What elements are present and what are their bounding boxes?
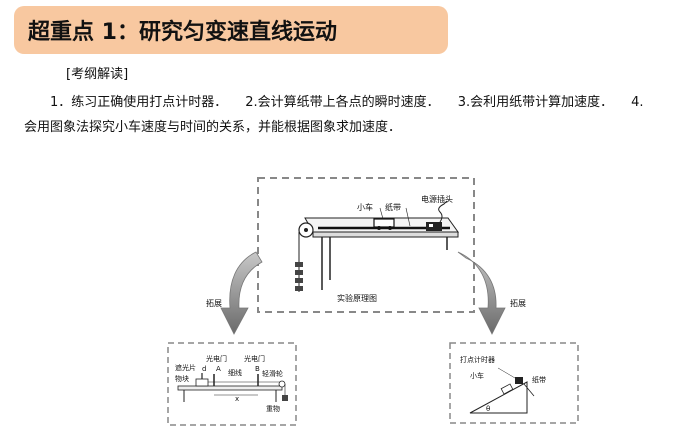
- pointer-line: [379, 207, 384, 220]
- pointer-line: [405, 207, 411, 227]
- left-arrow-label: 拓展: [206, 298, 222, 308]
- syllabus-label: [考纲解读]: [66, 67, 129, 82]
- right-figure: 打点计时器 小车 纸带 θ: [449, 342, 579, 424]
- dot-timer: [515, 377, 523, 384]
- cart: [500, 383, 514, 395]
- label-gate-2: 光电门: [244, 354, 265, 363]
- label-shade: 遮光片: [175, 363, 196, 372]
- track-edge: [312, 231, 459, 238]
- right-arrow: 拓展: [457, 251, 526, 335]
- left-arrow: 拓展: [206, 251, 263, 335]
- pointer-line: [497, 367, 516, 379]
- syllabus-item-1: 1．练习正确使用打点计时器．: [50, 95, 228, 110]
- label-pulley: 轻滑轮: [262, 369, 283, 378]
- main-figure-frame: [257, 177, 475, 313]
- syllabus-item-3: 3.会利用纸带计算加速度．: [457, 95, 614, 110]
- syllabus-item-2: 2.会计算纸带上各点的瞬时速度．: [245, 95, 440, 110]
- left-figure: 遮光片 物块 光电门 光电门 d A 细线 B 轻滑轮 x 重物: [167, 342, 297, 426]
- label-plug: 电源插头: [421, 194, 453, 204]
- cart-wheel: [377, 226, 381, 230]
- hanging-weight: [295, 262, 303, 267]
- track: [177, 385, 283, 391]
- hanging-weight: [282, 395, 288, 401]
- incline: [469, 381, 528, 414]
- label-theta: θ: [486, 405, 490, 413]
- label-b: B: [255, 365, 260, 373]
- syllabus-line-1: 1．练习正确使用打点计时器． 2.会计算纸带上各点的瞬时速度． 3.会利用纸带计算加…: [50, 91, 644, 110]
- label-cart: 小车: [470, 371, 484, 380]
- main-figure-caption: 实验原理图: [337, 293, 377, 303]
- paper-tape: [523, 383, 535, 397]
- block: [195, 378, 209, 387]
- label-tape: 纸带: [532, 375, 546, 384]
- label-weight: 重物: [266, 404, 280, 413]
- curved-arrow-icon: [220, 251, 263, 335]
- dot-timer-window: [429, 224, 433, 227]
- right-figure-frame: [449, 342, 579, 424]
- label-tape: 纸带: [385, 202, 401, 212]
- dot-timer: [426, 222, 442, 231]
- label-block: 物块: [175, 374, 189, 383]
- curved-arrow-icon: [457, 251, 506, 335]
- label-d: d: [202, 365, 206, 373]
- page-title: 超重点 1：研究匀变速直线运动: [28, 20, 337, 45]
- hanging-weight: [295, 286, 303, 291]
- label-string: 细线: [228, 368, 242, 377]
- title-banner: [14, 6, 448, 54]
- label-a: A: [216, 365, 221, 373]
- main-figure: 小车 纸带 电源插头 实验原理图: [257, 177, 475, 313]
- left-figure-frame: [167, 342, 297, 426]
- label-x: x: [235, 395, 239, 403]
- hanging-weight: [295, 270, 303, 275]
- label-timer: 打点计时器: [460, 355, 495, 364]
- syllabus-item-4-rest: 会用图象法探究小车速度与时间的关系，并能根据图象求加速度．: [24, 120, 402, 135]
- syllabus-line-2: 会用图象法探究小车速度与时间的关系，并能根据图象求加速度．: [24, 116, 401, 135]
- cart-wheel: [388, 226, 392, 230]
- pulley-axle: [304, 228, 308, 232]
- hanging-weight: [295, 278, 303, 283]
- power-cord: [438, 200, 448, 223]
- right-arrow-label: 拓展: [510, 298, 526, 308]
- label-cart: 小车: [357, 202, 373, 212]
- syllabus-item-4-start: 4.: [631, 95, 644, 110]
- label-gate-1: 光电门: [206, 354, 227, 363]
- pulley: [278, 380, 286, 388]
- cart: [373, 218, 395, 228]
